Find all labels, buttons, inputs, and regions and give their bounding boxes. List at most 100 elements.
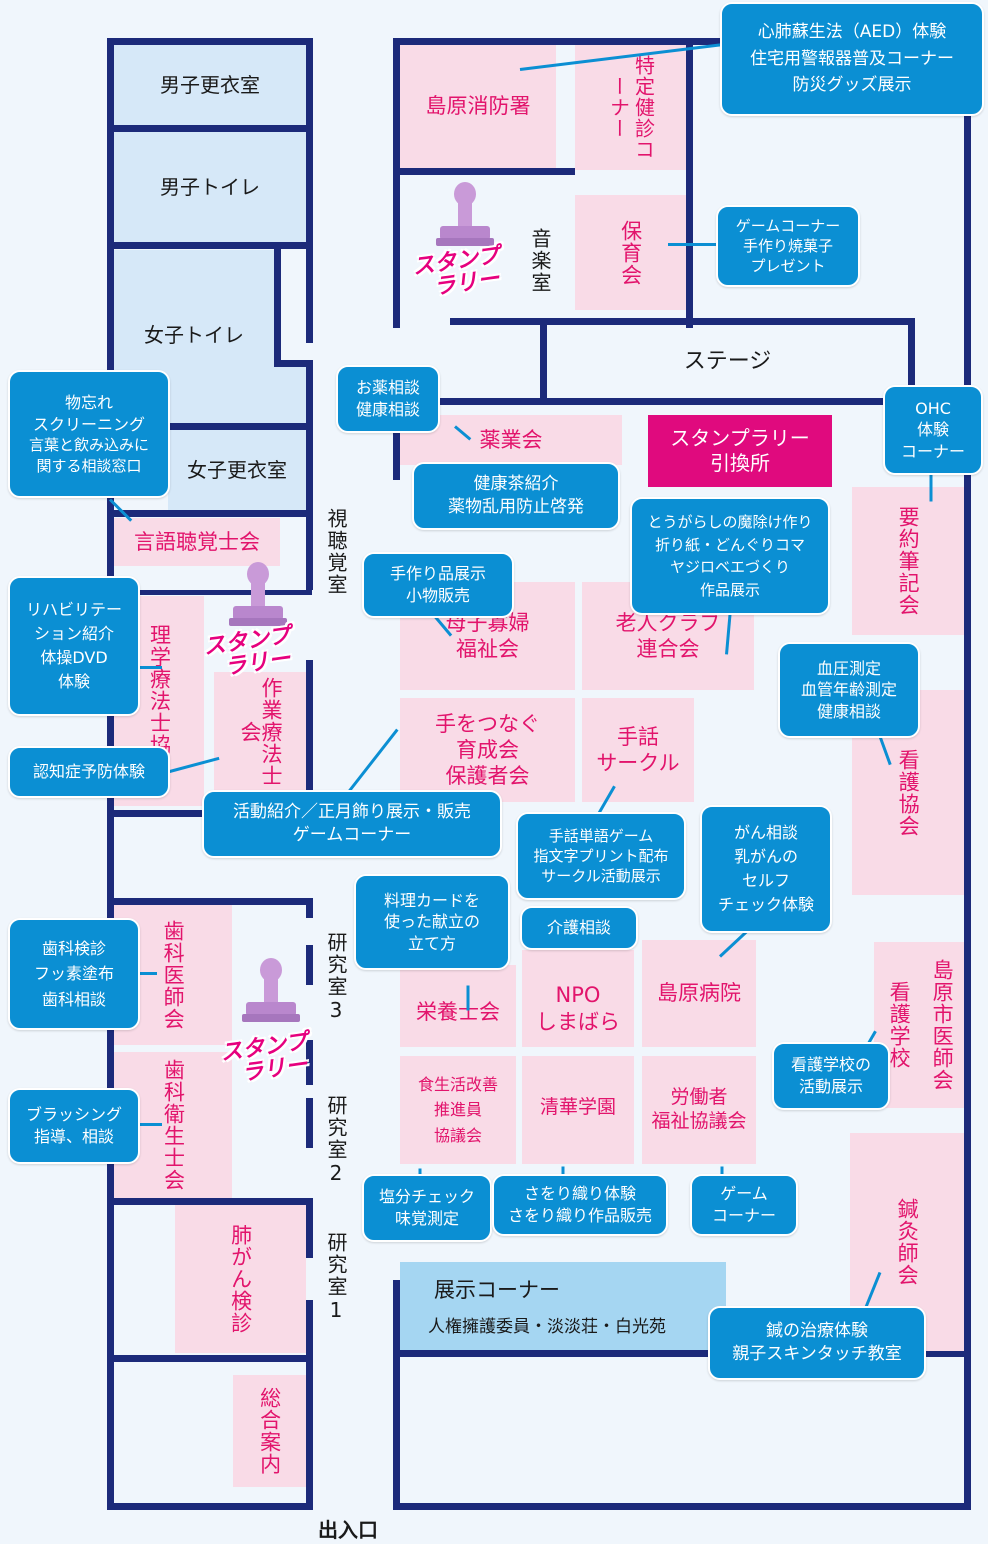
booth-shimabara-hospital: 島原病院 (642, 940, 756, 1047)
bubble-katsudo: 活動紹介／正月飾り展示・販売ゲームコーナー (202, 790, 502, 858)
outer-wall-bottom-right (393, 1503, 971, 1510)
connector-brushing (137, 1123, 162, 1126)
boys-changing-room: 男子更衣室 (114, 44, 306, 126)
outer-wall-bottom-left (107, 1503, 312, 1510)
wall-right-block-left-bottom (393, 1280, 400, 1510)
girls-toilet-ext (274, 365, 306, 420)
connector-ohc (929, 471, 933, 502)
entrance-label: 出入口 (318, 1518, 378, 1542)
booth-fire-station: 島原消防署 (400, 45, 556, 168)
outer-wall-right (964, 115, 971, 1510)
stamp-rally-2: スタンプラリー (202, 560, 315, 680)
booth-yoyaku: 要約筆記会 (852, 487, 964, 635)
booth-rodosha: 労働者 福祉協議会 (642, 1056, 756, 1164)
lab3-label: 研究室3 (324, 932, 348, 1024)
stamp-icon (229, 562, 287, 626)
wall-exhibit-bottom (393, 1350, 971, 1357)
wall-girls-change-bottom (107, 510, 312, 517)
booth-hoiku: 保育会 (575, 195, 686, 310)
outer-wall-top-right (393, 38, 728, 45)
wall-gengo-bottom (107, 590, 312, 595)
bubble-okusuri: お薬相談健康相談 (336, 365, 440, 433)
bubble-ryori: 料理カードを使った献立の立て方 (354, 874, 510, 970)
stage-label: ステージ (683, 348, 772, 374)
wall-lab1-bottom (107, 1355, 312, 1362)
wall-right-block-left (393, 38, 400, 328)
bubble-enbun: 塩分チェック味覚測定 (362, 1174, 492, 1242)
wall-stage-bottom (400, 398, 915, 405)
wall-lab2-right (306, 1098, 313, 1148)
exhibit-corner: 展示コーナー 人権擁護委員・淡淡荘・白光苑 (400, 1262, 726, 1350)
bubble-saori: さをり織り体験さをり織り作品販売 (492, 1174, 668, 1236)
stamp-icon (436, 182, 494, 246)
wall-stage-left (540, 318, 547, 403)
bubble-kaigo: 介護相談 (520, 906, 638, 950)
stamp-exchange: スタンプラリー 引換所 (648, 415, 832, 487)
bubble-gan: がん相談乳がんの セルフチェック体験 (700, 805, 832, 933)
booth-npo: NPO しまばら (522, 950, 634, 1047)
connector-ryori (466, 985, 470, 1011)
bubble-game-hoiku: ゲームコーナー手作り焼菓子プレゼント (716, 205, 860, 287)
wall-left-mid-right (306, 660, 313, 815)
music-room-label: 音楽室 (528, 228, 552, 294)
bubble-game-rodo: ゲームコーナー (690, 1174, 798, 1236)
boys-toilet: 男子トイレ (114, 132, 306, 242)
bubble-hari: 鍼の治療体験親子スキンタッチ教室 (708, 1306, 926, 1380)
wall-lab3-right-b (306, 945, 313, 985)
av-room-label: 視聴覚室 (324, 508, 348, 596)
wall-left-lower-top (107, 898, 312, 905)
stamp-rally-1: スタンプラリー (411, 180, 522, 300)
bubble-ninchi: 認知症予防体験 (8, 746, 170, 798)
girls-changing-room: 女子更衣室 (168, 430, 306, 510)
wall-toilet-step (274, 360, 312, 367)
wall-lab1-right (306, 1198, 313, 1258)
wall-lab2-bottom (107, 1198, 312, 1205)
connector-hoiku (668, 243, 720, 246)
booth-eiyoshi: 栄養士会 (400, 965, 516, 1047)
bubble-ketsuatsu: 血圧測定血管年齢測定健康相談 (778, 642, 920, 738)
bubble-shika-kenshin: 歯科検診フッ素塗布歯科相談 (8, 918, 140, 1030)
bubble-brushing: ブラッシング指導、相談 (8, 1088, 140, 1164)
booth-shokuseikatsu: 食生活改善 推進員 協議会 (400, 1056, 516, 1164)
wall-left-col-right (306, 38, 313, 343)
bubble-kenkocha: 健康茶紹介薬物乱用防止啓発 (412, 462, 620, 530)
booth-sagyo: 作業療法士会 (214, 672, 306, 792)
wall-under-boys-changing (107, 125, 312, 132)
wall-fire-bottom (400, 168, 575, 175)
stamp-rally-3: スタンプラリー (218, 956, 328, 1096)
booth-haigan: 肺がん検診 (175, 1205, 306, 1353)
wall-gengo-right (306, 510, 313, 590)
exhibit-subtitle: 人権擁護委員・淡淡荘・白光苑 (428, 1317, 666, 1337)
outer-wall-top-left (107, 38, 312, 45)
connector-katsudo (343, 728, 399, 798)
booth-ishikai: 島原市医師会 (920, 942, 964, 1108)
bubble-aed: 心肺蘇生法（AED）体験住宅用警報器普及コーナー防災グッズ展示 (720, 2, 984, 116)
booth-seika: 清華学園 (522, 1056, 634, 1164)
booth-sogo-annai: 総合案内 (233, 1375, 306, 1487)
booth-tokutei-kenshin: 特定健診コーナー (575, 45, 686, 170)
wall-stage-top (450, 318, 914, 325)
wall-girls-change-right (306, 360, 313, 510)
connector-rehab (137, 666, 162, 669)
wall-lab3-right-c (306, 1040, 313, 1085)
connector-shika (137, 972, 157, 975)
bubble-shuwa-game: 手話単語ゲーム指文字プリント配布サークル活動展示 (516, 812, 686, 900)
wall-tokutei-right (686, 38, 693, 328)
bubble-togarashi: とうがらしの魔除け作り折り紙・どんぐりコマ ヤジロベエづくり作品展示 (630, 497, 830, 615)
wall-right-block-left-lower (393, 400, 400, 480)
bubble-tezukuri: 手作り品展示小物販売 (362, 552, 514, 618)
wall-stage-right (908, 318, 915, 403)
exhibit-title: 展示コーナー (434, 1278, 560, 1302)
booth-shuwa: 手話 サークル (582, 698, 694, 802)
lab1-label: 研究室1 (324, 1232, 348, 1324)
wall-toilet-inner (274, 249, 281, 365)
wall-sogo-right (306, 1355, 313, 1510)
bubble-kango-tenji: 看護学校の活動展示 (772, 1042, 890, 1110)
booth-gengo: 言語聴覚士会 (114, 518, 280, 566)
bubble-monowasure: 物忘れスクリーニング 言葉と飲み込みに関する相談窓口 (8, 370, 170, 498)
lab2-label: 研究室2 (324, 1095, 348, 1187)
booth-te-tsunagu: 手をつなぐ 育成会 保護者会 (400, 698, 575, 802)
wall-girls-change-top (164, 423, 312, 430)
